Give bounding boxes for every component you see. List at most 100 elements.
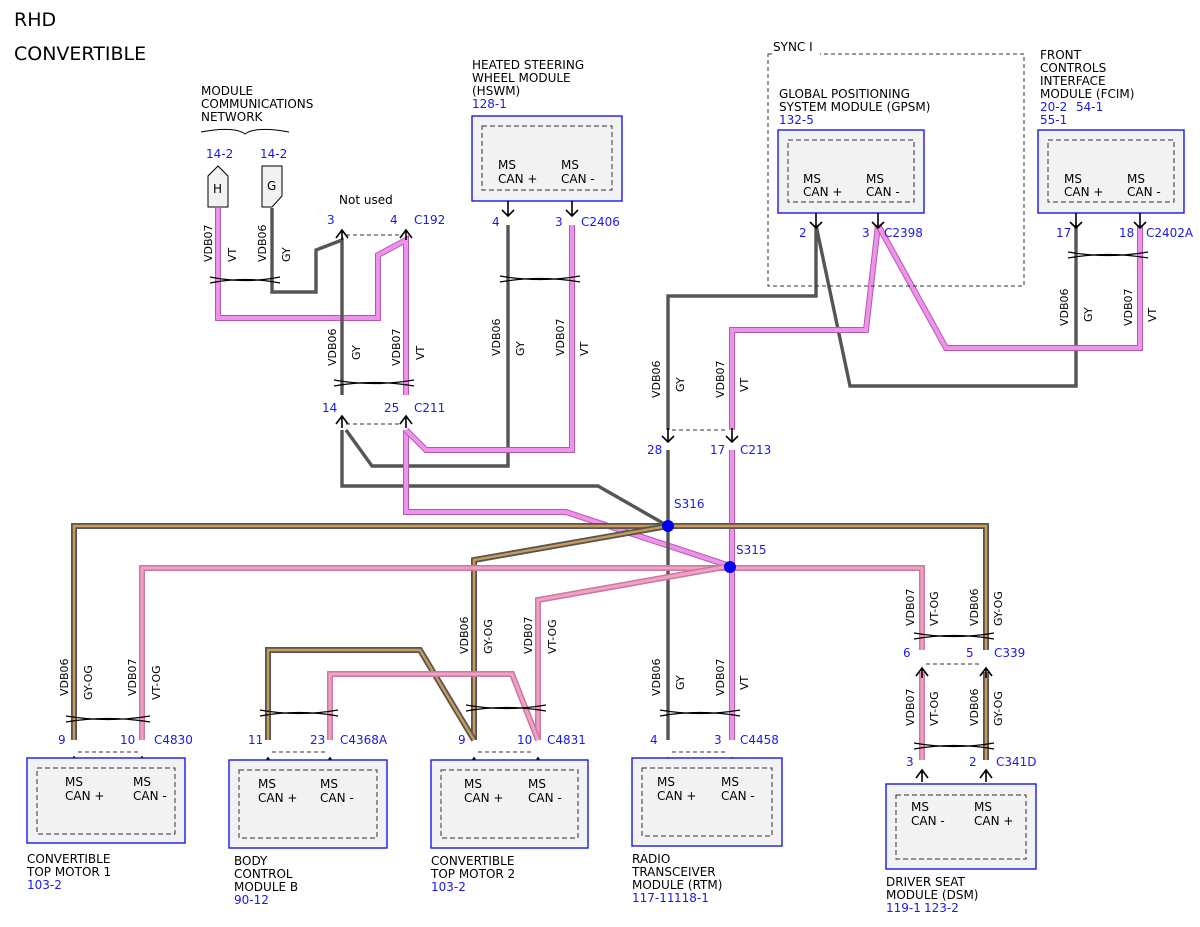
fcim-conn: C2402A: [1146, 226, 1194, 240]
rtm-gy-color: GY: [674, 675, 687, 690]
fcim-ref-3: 55-1: [1040, 113, 1067, 127]
fcim-pin-text-1: MS: [1064, 172, 1082, 186]
bcmb-pin-text-2: CAN +: [258, 791, 297, 805]
c211-gy-circuit: VDB06: [326, 328, 339, 366]
ctm1-pin-text-4: CAN -: [133, 789, 167, 803]
gpsm-pin-text-1: MS: [803, 172, 821, 186]
bcmb-conn: C4368A: [340, 733, 388, 747]
gpsm-box: [777, 129, 925, 214]
fcim-pin-17: 17: [1056, 226, 1071, 240]
c339-arrow-a: [915, 666, 929, 678]
fcim-box: [1037, 129, 1185, 214]
dsm-vt-color: VT-OG: [928, 691, 941, 726]
connector-g-shape: [261, 165, 283, 208]
ctm1-ref: 103-2: [27, 878, 62, 892]
ctm1-pin-9: 9: [58, 733, 66, 747]
fcim-gy-color: GY: [1082, 307, 1095, 322]
hswm-module: HEATED STEERING WHEEL MODULE (HSWM) 128-…: [471, 58, 623, 356]
ctm1-pin-text-3: MS: [133, 775, 151, 789]
fcim-pin-18: 18: [1119, 226, 1134, 240]
gpsm-pin-text-2: CAN +: [803, 185, 842, 199]
ctm2-pin-10: 10: [517, 733, 532, 747]
ctm2-label-2: TOP MOTOR 2: [430, 867, 515, 881]
c339-arrow-b: [979, 666, 993, 678]
c339-pin-5: 5: [966, 646, 974, 660]
ctm2-pin-text-1: MS: [464, 777, 482, 791]
twist-symbols: [65, 251, 1149, 750]
hswm-pin-text-3: MS: [561, 158, 579, 172]
dsm-vt-circuit: VDB07: [904, 688, 917, 726]
rtm-vt-circuit: VDB07: [714, 658, 727, 696]
c192-pin-3: 3: [327, 213, 335, 227]
fcim-arrow-b: [1133, 213, 1147, 230]
c192-group: Not used 3 4 C192: [327, 193, 445, 240]
c213-arrow-a: [661, 428, 675, 444]
c339-vt-color: VT-OG: [928, 591, 941, 626]
splice-s316-label: S316: [674, 497, 705, 511]
ctm2-gy-circuit: VDB06: [458, 616, 471, 654]
dsm-ref-1: 119-1: [886, 901, 921, 915]
dsm-pin-3: 3: [906, 755, 914, 769]
bcmb-label-2: CONTROL: [234, 867, 293, 881]
header-convertible: CONVERTIBLE: [14, 43, 146, 65]
bcmb-pin-11: 11: [248, 733, 263, 747]
gpsm-label-1: GLOBAL POSITIONING: [779, 87, 910, 101]
dsm-box: [885, 783, 1037, 870]
dsm-pin-text-4: CAN +: [974, 814, 1013, 828]
mcn-group: MODULE COMMUNICATIONS NETWORK 14-2 14-2 …: [200, 84, 313, 262]
ctm1-gy-circuit: VDB06: [58, 658, 71, 696]
ctm1-box: [26, 757, 186, 844]
fcim-label-1: FRONT: [1040, 48, 1082, 62]
ctm1-inner: [36, 767, 176, 835]
gpsm-ref: 132-5: [779, 113, 814, 127]
dsm-pin-text-2: CAN -: [911, 814, 945, 828]
bcmb-label-1: BODY: [234, 854, 268, 868]
fcim-gy-circuit: VDB06: [1058, 288, 1071, 326]
c192-pin-4: 4: [390, 213, 398, 227]
dsm-label-1: DRIVER SEAT: [886, 875, 966, 889]
c211-group: VDB06 GY VDB07 VT 14 25 C211: [322, 328, 445, 428]
rtm-label-1: RADIO: [632, 852, 670, 866]
gpsm-pin-text-4: CAN -: [866, 185, 900, 199]
fcim-vt-circuit: VDB07: [1122, 288, 1135, 326]
ctm1-conn: C4830: [154, 733, 193, 747]
c211-arrow-a: [335, 414, 349, 428]
hswm-conn: C2406: [581, 215, 620, 229]
hswm-pin-text-2: CAN +: [498, 172, 537, 186]
gpsm-pin-text-3: MS: [866, 172, 884, 186]
rtm-pin-text-2: CAN +: [657, 789, 696, 803]
ctm2-label-1: CONVERTIBLE: [431, 854, 514, 868]
mcn-ref-g: 14-2: [260, 147, 287, 161]
hswm-label-1: HEATED STEERING: [472, 58, 584, 72]
header-rhd: RHD: [14, 9, 56, 31]
c339-gy-circuit: VDB06: [968, 588, 981, 626]
ctm2-module: VDB06 GY-OG VDB07 VT-OG 9 10 C4831 MS CA…: [430, 616, 589, 894]
gpsm-conn: C2398: [884, 226, 923, 240]
ctm2-ref: 103-2: [431, 880, 466, 894]
ctm1-module: VDB06 GY-OG VDB07 VT-OG 9 10 C4830 MS CA…: [26, 658, 193, 892]
c339-gy-color: GY-OG: [992, 591, 1005, 626]
splice-s315: [724, 561, 736, 573]
ctm1-pin-text-1: MS: [65, 775, 83, 789]
mcn-ref-h: 14-2: [206, 147, 233, 161]
gpsm-arrow-b: [871, 213, 885, 230]
c213-arrow-b: [725, 428, 739, 444]
ctm2-pin-text-4: CAN -: [528, 791, 562, 805]
rtm-module: VDB06 GY VDB07 VT 4 3 C4458 MS CAN + MS …: [631, 658, 783, 905]
splice-s315-label: S315: [736, 543, 767, 557]
sync-group: SYNC I GLOBAL POSITIONING SYSTEM MODULE …: [767, 40, 1025, 287]
bcmb-pin-text-3: MS: [320, 777, 338, 791]
ctm2-gy-color: GY-OG: [482, 619, 495, 654]
mcn-label-3: NETWORK: [201, 110, 264, 124]
connector-g-label: G: [267, 179, 276, 193]
hswm-pin-3: 3: [555, 215, 563, 229]
ctm1-gy-color: GY-OG: [82, 665, 95, 700]
hswm-label-3: (HSWM): [472, 84, 520, 98]
dsm-pin-text-3: MS: [974, 800, 992, 814]
ctm2-conn: C4831: [547, 733, 586, 747]
dsm-label-2: MODULE (DSM): [886, 888, 978, 902]
dsm-ref-2: 123-2: [924, 901, 959, 915]
c211-pin-25: 25: [384, 401, 399, 415]
fcim-label-4: MODULE (FCIM): [1040, 87, 1134, 101]
sync-label-bg: [772, 40, 820, 56]
